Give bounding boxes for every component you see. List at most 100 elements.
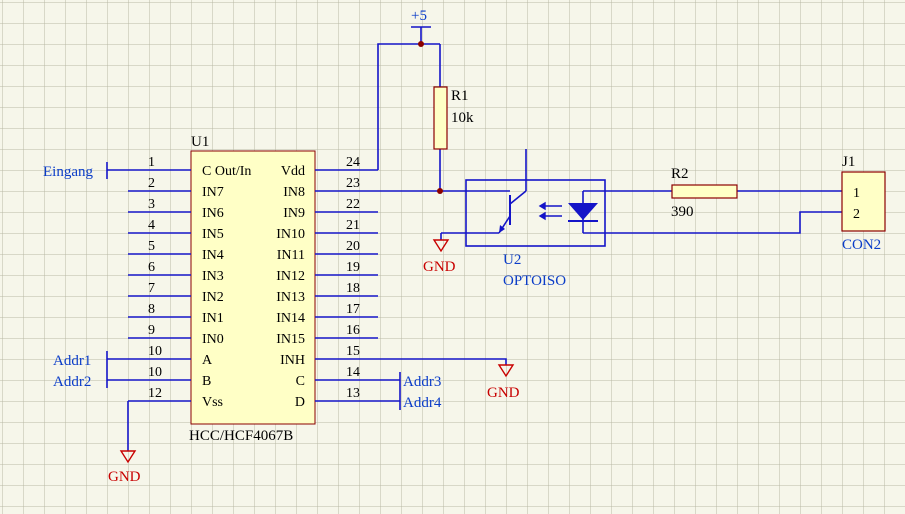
u1-pin-name: IN5 [202, 227, 224, 242]
u1-pin-number: 8 [148, 302, 155, 317]
vcc-symbol[interactable]: +5 [411, 8, 431, 28]
u1-right-pins: 24Vdd23IN822IN921IN1020IN1119IN1218IN131… [276, 155, 378, 410]
u1-pin-left: 10A [128, 344, 213, 368]
vcc-label: +5 [411, 8, 427, 24]
u1-left-pins: 1C Out/In2IN73IN64IN55IN46IN37IN28IN19IN… [128, 155, 251, 410]
u1-pin-name: IN1 [202, 311, 224, 326]
j1-designator: J1 [842, 154, 855, 170]
u1-pin-name: Vss [202, 395, 223, 410]
u1-pin-name: IN15 [276, 332, 305, 347]
u1-pin-number: 6 [148, 260, 155, 275]
r1-component[interactable]: R1 10k [433, 86, 474, 150]
j1-part: CON2 [842, 237, 881, 253]
gnd-symbol-opto[interactable]: GND [423, 239, 456, 275]
net-label-addr2: Addr2 [53, 374, 91, 390]
u1-pin-name: IN9 [283, 206, 305, 221]
u1-pin-number: 10 [148, 365, 162, 380]
transistor-collector [509, 190, 527, 205]
u1-pin-number: 7 [148, 281, 155, 296]
u1-pin-number: 4 [148, 218, 155, 233]
u1-pin-number: 3 [148, 197, 155, 212]
u1-pin-name: IN4 [202, 248, 224, 263]
gnd-symbol-u1[interactable]: GND [108, 450, 141, 485]
u1-pin-name: C Out/In [202, 164, 251, 179]
u1-pin-number: 12 [148, 386, 162, 401]
r2-designator: R2 [671, 166, 689, 182]
u1-pin-name: IN12 [276, 269, 305, 284]
wire-led-cathode [605, 211, 842, 234]
u1-pin-number: 13 [346, 386, 360, 401]
u1-pin-left: 1C Out/In [128, 155, 251, 179]
u1-designator: U1 [191, 134, 209, 150]
u1-pin-right: 14C [296, 365, 378, 389]
u1-pin-number: 9 [148, 323, 155, 338]
gnd-triangle-icon [497, 364, 515, 378]
u1-pin-name: A [202, 353, 213, 368]
u1-pin-name: D [295, 395, 305, 410]
led-diode-icon [568, 203, 598, 220]
u1-pin-number: 20 [346, 239, 360, 254]
u1-pin-name: IN6 [202, 206, 224, 221]
emitter-arrow-icon [499, 225, 505, 233]
r2-value: 390 [671, 204, 694, 220]
u1-pin-number: 18 [346, 281, 360, 296]
u1-pin-number: 19 [346, 260, 360, 275]
u1-pin-number: 22 [346, 197, 360, 212]
u1-pin-number: 24 [346, 155, 360, 170]
u2-part: OPTOISO [503, 273, 566, 289]
r2-body [671, 184, 738, 199]
j1-component[interactable]: 1 2 J1 CON2 [841, 154, 886, 253]
gnd-label-u1: GND [108, 469, 141, 485]
u1-pin-name: IN3 [202, 269, 224, 284]
j1-pin-2: 2 [853, 207, 860, 222]
u1-pin-name: IN7 [202, 185, 224, 200]
u1-pin-number: 5 [148, 239, 155, 254]
junction-in8 [437, 188, 443, 194]
r1-body [433, 86, 448, 150]
u1-pin-number: 15 [346, 344, 360, 359]
j1-pin-1: 1 [853, 186, 860, 201]
net-label-addr4: Addr4 [403, 395, 442, 411]
u1-pin-name: IN0 [202, 332, 224, 347]
u1-pin-number: 16 [346, 323, 360, 338]
u1-pin-name: IN2 [202, 290, 224, 305]
gnd-triangle-icon [432, 239, 450, 253]
u1-pin-number: 14 [346, 365, 360, 380]
gnd-triangle-icon [119, 450, 137, 464]
u2-body [465, 179, 606, 247]
u1-part: HCC/HCF4067B [189, 428, 293, 444]
r1-designator: R1 [451, 88, 469, 104]
junction-vcc [418, 41, 424, 47]
u1-component[interactable]: U1 HCC/HCF4067B 1C Out/In2IN73IN64IN55IN… [128, 134, 378, 444]
gnd-label-opto: GND [423, 259, 456, 275]
u1-pin-name: C [296, 374, 305, 389]
net-label-addr1: Addr1 [53, 353, 91, 369]
u1-pin-number: 10 [148, 344, 162, 359]
u2-component[interactable]: U2 OPTOISO [465, 179, 606, 289]
u1-pin-left: 10B [128, 365, 211, 389]
u1-pin-right: 13D [295, 386, 378, 410]
r2-component[interactable]: R2 390 [671, 166, 738, 220]
u1-pin-name: B [202, 374, 211, 389]
u1-pin-name: Vdd [281, 164, 305, 179]
gnd-symbol-inh[interactable]: GND [487, 364, 520, 401]
light-arrow-icon [538, 211, 562, 221]
wires [106, 27, 842, 451]
u1-pin-number: 21 [346, 218, 360, 233]
